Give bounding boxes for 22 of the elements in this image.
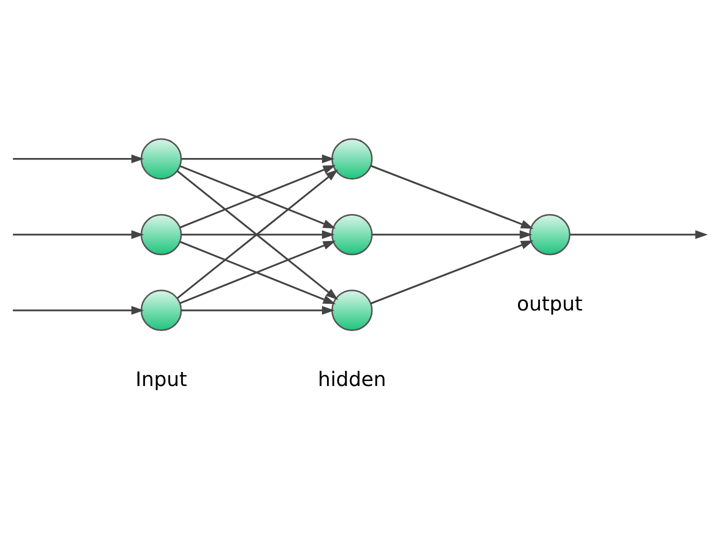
node-circle <box>140 289 182 331</box>
label: Input <box>135 368 188 391</box>
node-circle <box>331 213 373 255</box>
node-circle <box>331 138 373 180</box>
arrow <box>372 230 532 239</box>
arrow <box>180 164 336 228</box>
arrow <box>181 230 335 239</box>
label: hidden <box>318 368 386 391</box>
arrow <box>181 154 335 163</box>
arrow <box>12 305 144 314</box>
arrow <box>370 240 534 304</box>
node-circle <box>140 213 182 255</box>
node-circle <box>529 213 570 255</box>
arrow <box>181 305 335 314</box>
node-circle <box>140 138 182 180</box>
arrow <box>180 240 336 304</box>
node-circle <box>331 289 373 331</box>
label: output <box>516 292 583 315</box>
arrow <box>12 154 144 163</box>
arrow <box>570 230 708 239</box>
arrow <box>12 230 144 239</box>
arrow <box>370 164 534 228</box>
